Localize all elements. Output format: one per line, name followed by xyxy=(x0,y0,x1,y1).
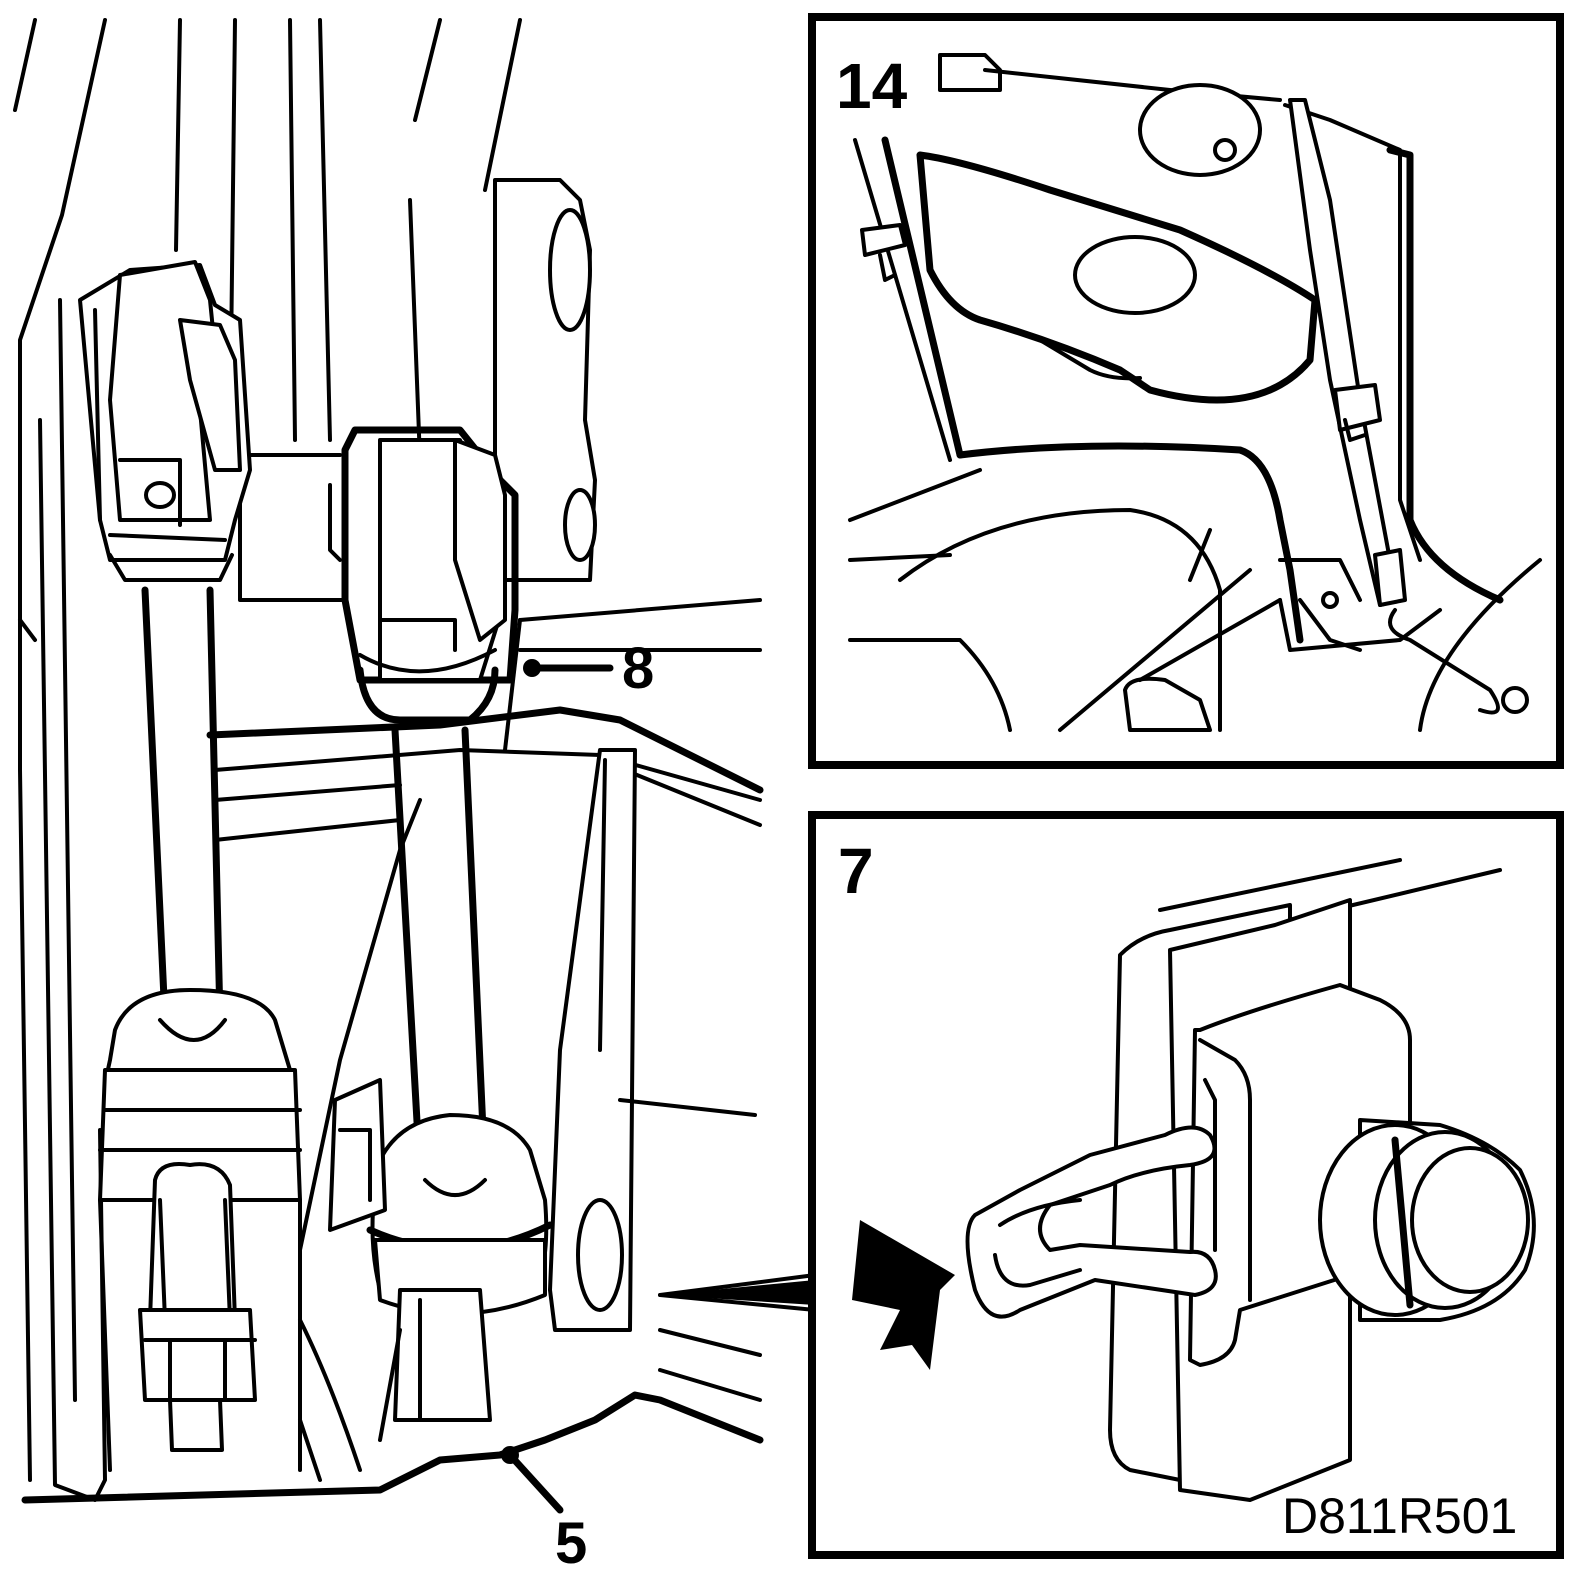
callout-8-label: 8 xyxy=(622,636,654,701)
inset-pointer-wedge xyxy=(660,1280,815,1305)
inset-top-frame: 14 xyxy=(808,13,1564,769)
inset-top-label: 14 xyxy=(836,50,908,122)
callout-5-leader xyxy=(506,1451,564,1514)
direction-arrow-icon xyxy=(852,1220,955,1370)
main-view-linkage xyxy=(13,18,817,1514)
figure-code: D811R501 xyxy=(1282,1488,1517,1544)
inset-bottom-frame: 7 D811R501 xyxy=(808,811,1564,1559)
callout-5-label: 5 xyxy=(555,1511,587,1576)
inset-bottom-label: 7 xyxy=(838,835,874,907)
